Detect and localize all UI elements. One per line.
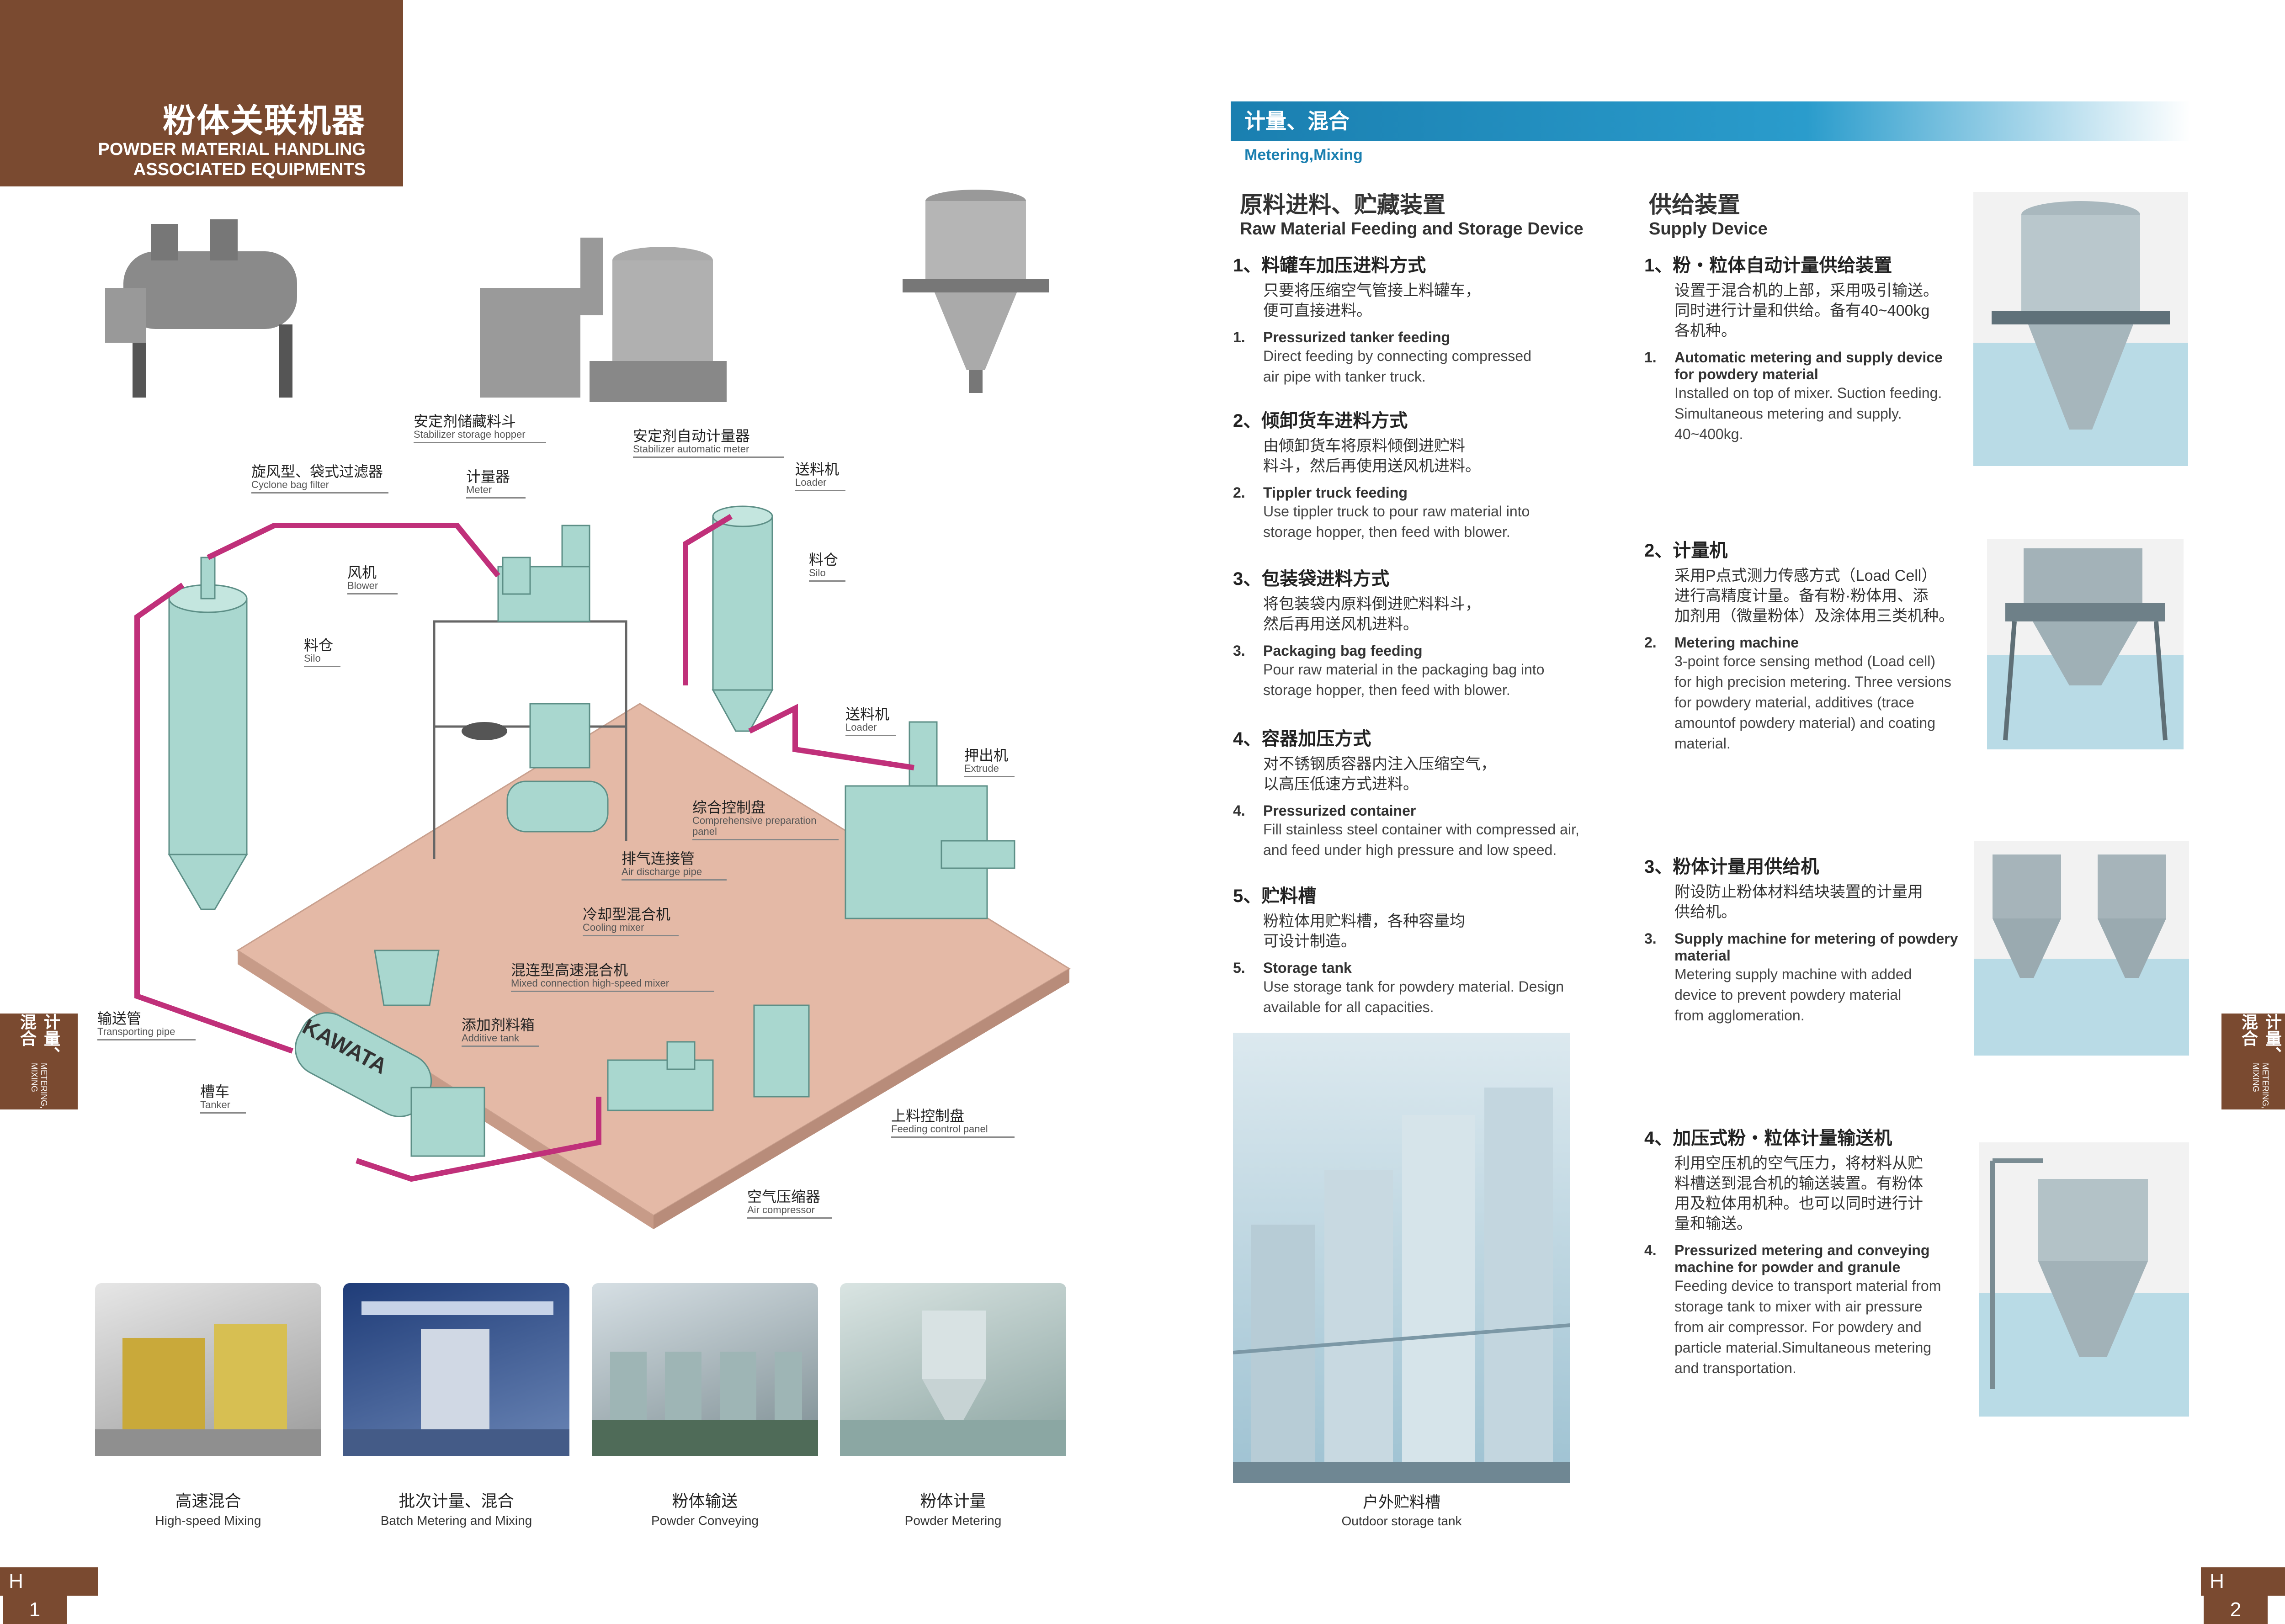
col2-title-en: Supply Device: [1649, 219, 1768, 239]
col1-item-5: 5、贮料槽 粉粒体用贮料槽，各种容量均可设计制造。 5.Storage tank…: [1233, 886, 1564, 1015]
col1-title-en: Raw Material Feeding and Storage Device: [1240, 219, 1584, 239]
photo-automatic-metering-device: [1973, 192, 2188, 466]
side-tab-right: 计量、混合 METERING, MIXING: [2221, 1014, 2285, 1109]
photo-supply-machine: [1974, 841, 2189, 1056]
photo-auto-meter: [884, 183, 1067, 398]
photo-pressurized-conveying-machine: [1979, 1142, 2189, 1417]
col1-title-cn: 原料进料、贮藏装置: [1240, 192, 1445, 218]
section-banner-en: Metering,Mixing: [1244, 146, 1363, 164]
photo-ribbon-mixer: [96, 196, 329, 407]
side-tab-right-cn: 计量、混合: [2239, 1014, 2282, 1063]
brand-title-en: POWDER MATERIAL HANDLING ASSOCIATED EQUI…: [98, 139, 366, 180]
col2-item-4: 4、加压式粉・粒体计量输送机 利用空压机的空气压力，将材料从贮料槽送到混合机的输…: [1644, 1128, 1941, 1376]
photo-metering-machine: [1987, 539, 2184, 749]
side-tab-left: 计量、混合 METERING, MIXING: [0, 1014, 78, 1109]
col1-item-3: 3、包装袋进料方式 将包装袋内原料倒进贮料料斗，然后再用送风机进料。 3.Pac…: [1233, 569, 1545, 698]
col2-item-2: 2、计量机 采用P点式测力传感方式（Load Cell）进行高精度计量。备有粉·…: [1644, 541, 1954, 752]
photo-outdoor-storage-tank: [1233, 1033, 1571, 1483]
plant-layout-diagram: KAWATA: [0, 402, 1188, 1270]
gallery-photo-batch-metering: [343, 1283, 569, 1456]
brand-header: 粉体关联机器 POWDER MATERIAL HANDLING ASSOCIAT…: [0, 0, 403, 186]
gallery-photo-high-speed-mixing: [95, 1283, 321, 1456]
col1-item-1: 1、料罐车加压进料方式 只要将压缩空气管接上料罐车，便可直接进料。 1.Pres…: [1233, 255, 1531, 385]
col2-heading: 供给装置 Supply Device: [1649, 186, 1768, 239]
brand-title-en-line1: POWDER MATERIAL HANDLING: [98, 140, 366, 159]
side-tab-left-en: METERING, MIXING: [30, 1063, 48, 1109]
photo-high-speed-mixer: [471, 219, 745, 411]
col2-title-cn: 供给装置: [1649, 192, 1740, 218]
col2-item-1: 1、粉・粒体自动计量供给装置 设置于混合机的上部，采用吸引输送。同时进行计量和供…: [1644, 255, 1943, 442]
brand-title-en-line2: ASSOCIATED EQUIPMENTS: [133, 160, 366, 179]
col2-item-3: 3、粉体计量用供给机 附设防止粉体材料结块装置的计量用供给机。 3.Supply…: [1644, 857, 1958, 1024]
side-tab-left-cn: 计量、混合: [18, 1014, 60, 1063]
col1-item-4: 4、容器加压方式 对不锈钢质容器内注入压缩空气，以高压低速方式进料。 4.Pre…: [1233, 729, 1579, 858]
col1-heading: 原料进料、贮藏装置 Raw Material Feeding and Stora…: [1240, 186, 1584, 239]
gallery-photo-powder-metering: [840, 1283, 1066, 1456]
gallery-photo-powder-conveying: [592, 1283, 818, 1456]
brand-title-cn: 粉体关联机器: [162, 103, 366, 139]
section-banner: 计量、混合: [1231, 101, 2190, 141]
side-tab-right-en: METERING, MIXING: [2251, 1063, 2270, 1109]
col1-item-2: 2、倾卸货车进料方式 由倾卸货车将原料倾倒进贮料料斗，然后再使用送风机进料。 2…: [1233, 411, 1530, 540]
page-number-right: H2: [2201, 1567, 2285, 1624]
page-number-left: H1: [0, 1567, 98, 1624]
